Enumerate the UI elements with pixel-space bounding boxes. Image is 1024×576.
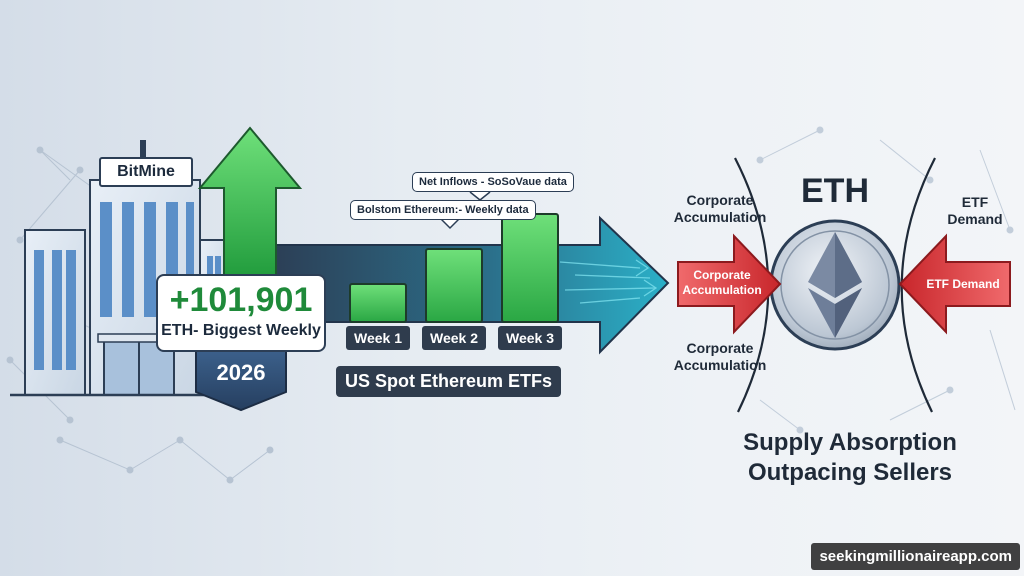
stat-card: +101,901 ETH- Biggest Weekly [156,274,326,352]
corporate-accumulation-label-top: Corporate Accumulation [673,192,767,225]
net-inflows-callout: Net Inflows - SoSoVaue data [412,172,574,192]
weekly-data-callout: Bolstom Ethereum:- Weekly data [350,200,536,220]
corporate-accumulation-arrow-label: Corporate Accumulation [682,268,762,297]
bar-label-3: Week 3 [498,326,562,350]
coin-label: ETH [801,172,869,210]
stat-year: 2026 [216,360,266,385]
stat-value: +101,901 [169,281,313,319]
bar-1 [349,283,407,323]
corporate-accumulation-arrow [677,233,782,335]
network-lines-right [756,126,1016,434]
headline-line-1: Supply Absorption [743,429,957,456]
eth-coin [769,219,901,351]
building-sign: BitMine [117,163,175,180]
bar-2 [425,248,483,323]
etf-demand-label-top: ETF Demand [947,194,1003,227]
bar-label-2: Week 2 [422,326,486,350]
network-lines-left [6,146,274,484]
etf-chart-title: US Spot Ethereum ETFs [336,366,562,397]
corporate-accumulation-label-bottom: Corporate Accumulation [673,340,767,373]
etf-demand-arrow [898,233,1011,335]
bar-label-1: Week 1 [346,326,410,350]
watermark: seekingmillionaireapp.com [811,543,1020,570]
stat-caption: ETH- Biggest Weekly [161,322,321,339]
headline-line-2: Outpacing Sellers [747,459,953,486]
etf-bar-chart [349,213,559,323]
bar-3 [501,213,559,323]
etf-demand-arrow-label: ETF Demand [926,277,1000,291]
headline: Supply Absorption Outpacing Sellers [720,428,980,488]
